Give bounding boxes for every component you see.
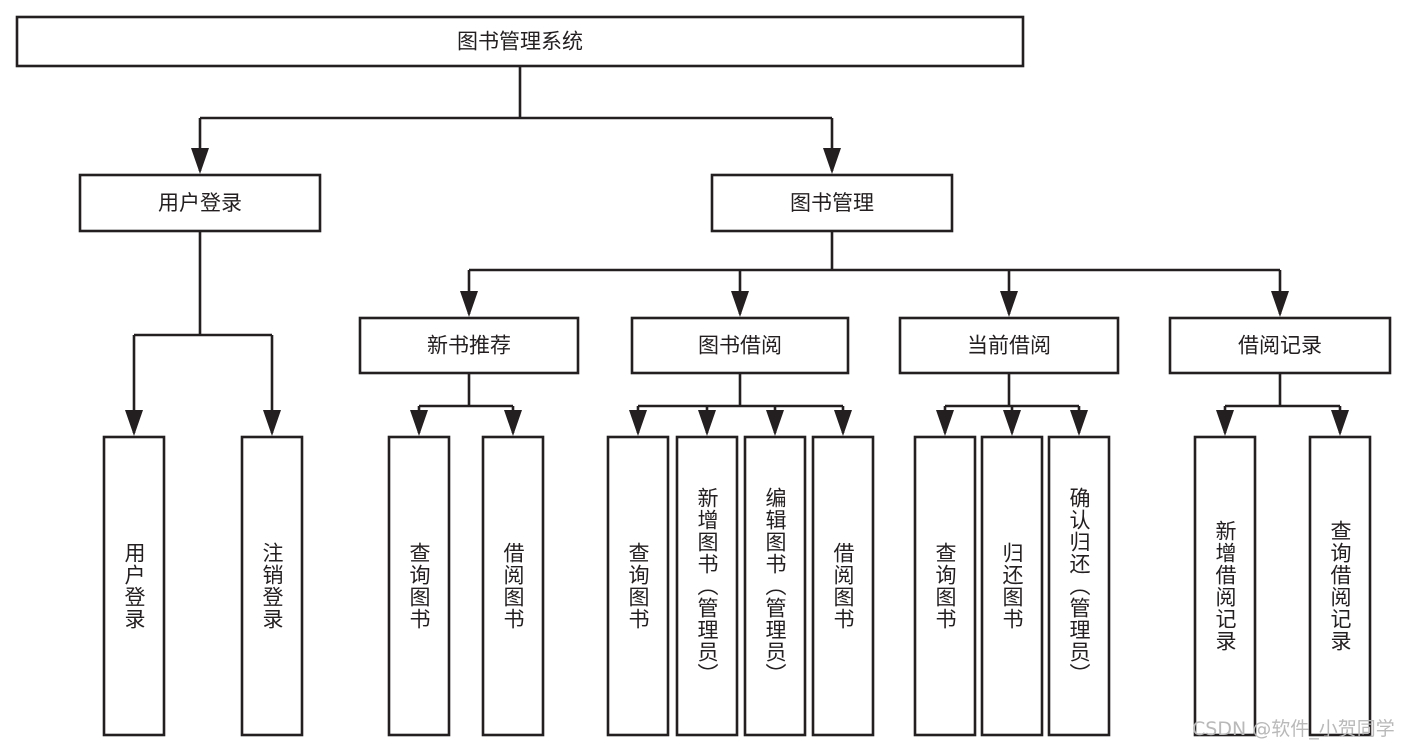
node-level1-0-rect[interactable] <box>78 173 322 233</box>
node-leaf-7-rect[interactable] <box>811 435 875 737</box>
node-leaf-11-rect[interactable] <box>1193 435 1257 737</box>
node-leaf-5-rect[interactable] <box>675 435 739 737</box>
arrowhead-mgmt-to-l2-3 <box>1271 291 1289 317</box>
connector-layer <box>125 66 1349 436</box>
node-level2-2[interactable]: 当前借阅 <box>898 316 1120 375</box>
arrowhead-leaf-10 <box>1070 410 1088 436</box>
node-leaf-12-rect[interactable] <box>1308 435 1372 737</box>
node-level1-0[interactable]: 用户登录 <box>78 173 322 233</box>
node-level1-0-label: 用户登录 <box>158 191 242 215</box>
arrowhead-leaf-0 <box>125 410 143 436</box>
node-leaf-8[interactable] <box>913 435 977 737</box>
arrowhead-leaf-9 <box>1003 410 1021 436</box>
node-level1-1-rect[interactable] <box>710 173 954 233</box>
node-root-rect[interactable] <box>15 15 1025 68</box>
node-leaf-3[interactable] <box>481 435 545 737</box>
arrowhead-leaf-6 <box>766 410 784 436</box>
arrowhead-leaf-5 <box>698 410 716 436</box>
node-leaf-9[interactable] <box>980 435 1044 737</box>
arrowhead-leaf-2 <box>410 410 428 436</box>
arrowhead-leaf-3 <box>504 410 522 436</box>
node-level2-1-rect[interactable] <box>630 316 850 375</box>
node-level2-3-label: 借阅记录 <box>1238 334 1322 358</box>
node-level2-1-label: 图书借阅 <box>698 334 782 358</box>
node-leaf-10[interactable] <box>1047 435 1111 737</box>
node-leaf-2-rect[interactable] <box>387 435 451 737</box>
arrowhead-mgmt-to-l2-2 <box>1000 291 1018 317</box>
node-level2-1[interactable]: 图书借阅 <box>630 316 850 375</box>
node-level2-2-rect[interactable] <box>898 316 1120 375</box>
node-level1-1[interactable]: 图书管理 <box>710 173 954 233</box>
node-leaf-2[interactable] <box>387 435 451 737</box>
node-leaf-9-rect[interactable] <box>980 435 1044 737</box>
arrowhead-leaf-4 <box>629 410 647 436</box>
arrowhead-leaf-11 <box>1216 410 1234 436</box>
node-leaf-7[interactable] <box>811 435 875 737</box>
arrowhead-leaf-1 <box>263 410 281 436</box>
node-level2-3-rect[interactable] <box>1168 316 1392 375</box>
arrowhead-leaf-7 <box>834 410 852 436</box>
arrowhead-mgmt-to-l2-0 <box>460 291 478 317</box>
node-leaf-6[interactable] <box>743 435 807 737</box>
node-level2-0[interactable]: 新书推荐 <box>358 316 580 375</box>
node-leaf-4[interactable] <box>606 435 670 737</box>
node-level2-2-label: 当前借阅 <box>967 334 1051 358</box>
node-leaf-10-rect[interactable] <box>1047 435 1111 737</box>
watermark: CSDN @软件_小贺同学 <box>1192 718 1395 740</box>
node-leaf-1-rect[interactable] <box>240 435 304 737</box>
arrowhead-leaf-12 <box>1331 410 1349 436</box>
node-leaf-3-rect[interactable] <box>481 435 545 737</box>
arrowhead-root-to-l1-1 <box>823 148 841 174</box>
arrowhead-mgmt-to-l2-1 <box>731 291 749 317</box>
node-level2-0-rect[interactable] <box>358 316 580 375</box>
node-leaf-5[interactable] <box>675 435 739 737</box>
node-level1-1-label: 图书管理 <box>790 191 874 215</box>
node-level2-3[interactable]: 借阅记录 <box>1168 316 1392 375</box>
arrowhead-leaf-8 <box>936 410 954 436</box>
node-root[interactable]: 图书管理系统 <box>15 15 1025 68</box>
node-root-label: 图书管理系统 <box>457 30 583 54</box>
node-leaf-0-rect[interactable] <box>102 435 166 737</box>
node-leaf-12[interactable] <box>1308 435 1372 737</box>
node-leaf-6-rect[interactable] <box>743 435 807 737</box>
node-leaf-4-rect[interactable] <box>606 435 670 737</box>
node-leaf-8-rect[interactable] <box>913 435 977 737</box>
node-leaf-11[interactable] <box>1193 435 1257 737</box>
node-level2-0-label: 新书推荐 <box>427 334 511 358</box>
node-leaf-1[interactable] <box>240 435 304 737</box>
arrowhead-root-to-l1-0 <box>191 148 209 174</box>
node-leaf-0[interactable] <box>102 435 166 737</box>
